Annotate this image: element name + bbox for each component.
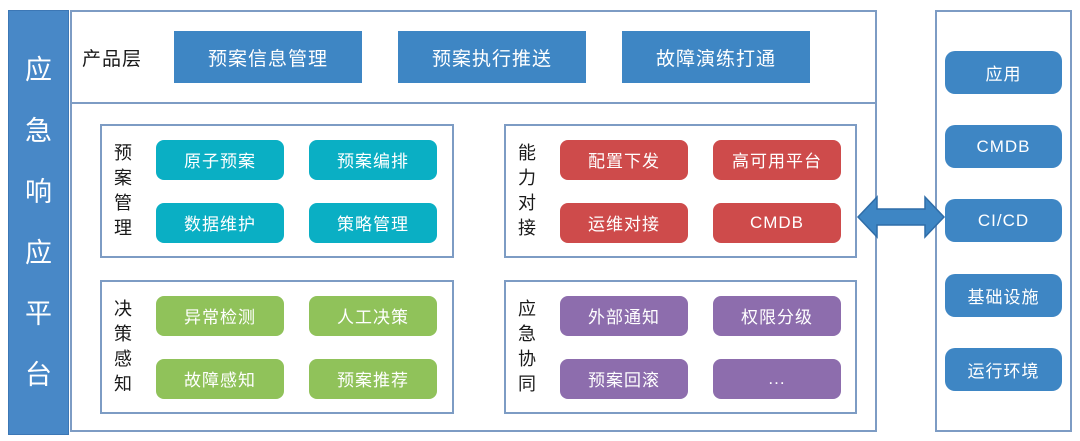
node-infrastructure: 基础设施	[945, 273, 1062, 317]
bidirectional-arrow-icon	[856, 195, 946, 239]
node-fault-perception: 故障感知	[156, 358, 284, 399]
integration-panel: 应用 CMDB CI/CD 基础设施 运行环境	[935, 10, 1072, 432]
product-layer-items: 预案信息管理 预案执行推送 故障演练打通	[174, 31, 810, 83]
group-label-emergency-collaboration: 应 急 协 同	[518, 299, 536, 394]
node-cmdb-external: CMDB	[945, 125, 1062, 169]
node-plan-info-management: 预案信息管理	[174, 31, 362, 83]
node-plan-recommendation: 预案推荐	[309, 358, 437, 399]
node-plan-execution-push: 预案执行推送	[398, 31, 586, 83]
node-manual-decision: 人工决策	[309, 295, 437, 336]
group-plan-management: 预 案 管 理 原子预案 预案编排 数据维护 策略管理	[100, 124, 454, 258]
node-anomaly-detection: 异常检测	[156, 295, 284, 336]
group-label-decision-perception: 决 策 感 知	[114, 299, 132, 394]
node-config-dispatch: 配置下发	[560, 139, 688, 180]
platform-title: 应 急 响 应 平 台	[25, 54, 52, 390]
group-capability-integration: 能 力 对 接 配置下发 高可用平台 运维对接 CMDB	[504, 124, 857, 258]
node-external-notification: 外部通知	[560, 295, 688, 336]
product-layer-label: 产品层	[82, 48, 143, 70]
node-atomic-plan: 原子预案	[156, 139, 284, 180]
node-cicd: CI/CD	[945, 199, 1062, 243]
group-label-plan-management: 预 案 管 理	[114, 143, 132, 238]
node-runtime-environment: 运行环境	[945, 347, 1062, 391]
group-label-capability-integration: 能 力 对 接	[518, 143, 536, 238]
node-cmdb: CMDB	[713, 202, 841, 243]
node-data-maintenance: 数据维护	[156, 202, 284, 243]
node-application: 应用	[945, 51, 1062, 95]
group-decision-perception: 决 策 感 知 异常检测 人工决策 故障感知 预案推荐	[100, 280, 454, 414]
node-fault-drill-integration: 故障演练打通	[622, 31, 810, 83]
node-plan-rollback: 预案回滚	[560, 358, 688, 399]
group-emergency-collaboration: 应 急 协 同 外部通知 权限分级 预案回滚 ...	[504, 280, 857, 414]
node-strategy-management: 策略管理	[309, 202, 437, 243]
product-layer-band: 产品层 预案信息管理 预案执行推送 故障演练打通	[72, 12, 875, 104]
platform-sidebar: 应 急 响 应 平 台	[8, 10, 69, 435]
node-ops-integration: 运维对接	[560, 202, 688, 243]
node-plan-orchestration: 预案编排	[309, 139, 437, 180]
node-ellipsis: ...	[713, 358, 841, 399]
platform-box: 产品层 预案信息管理 预案执行推送 故障演练打通 预 案 管 理 原子预案 预案…	[70, 10, 877, 432]
node-high-availability-platform: 高可用平台	[713, 139, 841, 180]
node-permission-grading: 权限分级	[713, 295, 841, 336]
